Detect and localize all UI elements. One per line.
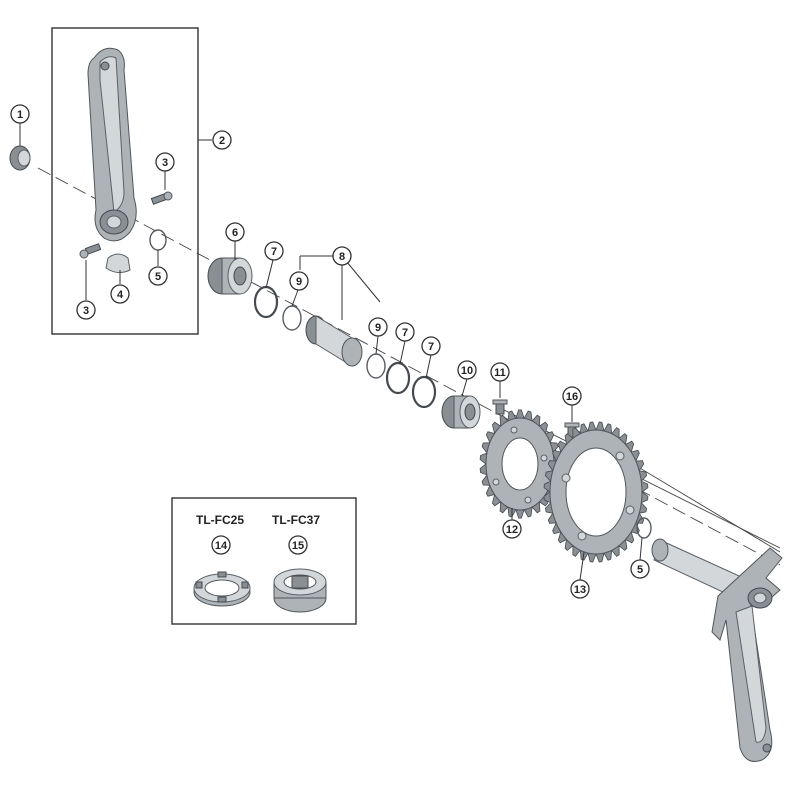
- callout-3-lower: 3: [76, 300, 96, 320]
- svg-text:16: 16: [566, 391, 578, 403]
- svg-text:13: 13: [574, 584, 586, 596]
- callouts: 1 2 3 3 4 5 6 7 8 9 9 7 7 10 11 16 12 13…: [10, 104, 650, 599]
- callout-7-b: 7: [395, 322, 415, 342]
- bb-cup-right: [441, 395, 481, 429]
- callout-3-upper: 3: [155, 152, 175, 172]
- svg-text:7: 7: [271, 246, 277, 258]
- callout-5-left: 5: [148, 266, 168, 286]
- callout-14: 14: [211, 535, 231, 555]
- left-crank-arm: [87, 47, 137, 242]
- svg-text:7: 7: [428, 341, 434, 353]
- thin-spacer-1: [282, 305, 302, 331]
- tool-box: [171, 497, 357, 625]
- svg-text:15: 15: [292, 540, 304, 552]
- o-ring-right: [636, 517, 652, 539]
- svg-text:7: 7: [402, 327, 408, 339]
- svg-text:3: 3: [83, 305, 89, 317]
- svg-text:5: 5: [637, 564, 643, 576]
- crank-cap-part: [9, 145, 31, 171]
- bb-cup-left: [207, 257, 253, 295]
- o-ring-left: [149, 229, 167, 251]
- callout-9-left: 9: [289, 271, 309, 291]
- large-chainring: [543, 421, 649, 563]
- right-crank-arm: [651, 538, 783, 762]
- safety-plate: [105, 253, 131, 274]
- callout-13: 13: [570, 579, 590, 599]
- tool-tl-fc37: [273, 568, 327, 613]
- svg-text:6: 6: [232, 227, 238, 239]
- callout-11: 11: [490, 362, 510, 382]
- tool-label-tl-fc25: TL-FC25: [196, 513, 244, 527]
- callout-10: 10: [457, 360, 477, 380]
- callout-2: 2: [212, 130, 232, 150]
- spacer-ring-2: [385, 361, 411, 395]
- svg-text:4: 4: [117, 289, 124, 301]
- thin-spacer-2: [366, 353, 386, 379]
- svg-text:8: 8: [339, 251, 345, 263]
- svg-text:10: 10: [461, 365, 473, 377]
- callout-12: 12: [502, 519, 522, 539]
- small-chainring: [479, 409, 561, 519]
- callout-16: 16: [562, 386, 582, 406]
- svg-text:9: 9: [375, 322, 381, 334]
- svg-text:9: 9: [296, 276, 302, 288]
- pinch-bolt-upper: [150, 191, 173, 205]
- callout-5-right: 5: [630, 559, 650, 579]
- assembly-axis: [37, 167, 781, 566]
- tool-tl-fc25: [193, 571, 251, 607]
- callout-7-c: 7: [421, 336, 441, 356]
- svg-text:2: 2: [219, 135, 225, 147]
- svg-text:5: 5: [155, 271, 161, 283]
- inner-cover-tube: [305, 315, 363, 367]
- tool-label-tl-fc37: TL-FC37: [272, 513, 320, 527]
- callout-4: 4: [110, 284, 130, 304]
- callout-15: 15: [288, 535, 308, 555]
- callout-7-a: 7: [264, 241, 284, 261]
- svg-text:11: 11: [494, 367, 506, 379]
- callout-1: 1: [10, 104, 30, 124]
- left-crank-group-box: [51, 27, 199, 335]
- chainring-bolt-11: [492, 399, 508, 415]
- svg-text:3: 3: [162, 157, 168, 169]
- svg-text:12: 12: [506, 524, 518, 536]
- leader-lines: [19, 123, 643, 581]
- pinch-bolt-lower: [79, 243, 102, 259]
- spacer-ring-1: [253, 285, 279, 319]
- svg-text:14: 14: [215, 540, 228, 552]
- callout-8: 8: [332, 246, 352, 266]
- callout-6: 6: [225, 222, 245, 242]
- svg-text:1: 1: [17, 109, 23, 121]
- spacer-ring-3: [411, 375, 437, 409]
- callout-9-right: 9: [368, 317, 388, 337]
